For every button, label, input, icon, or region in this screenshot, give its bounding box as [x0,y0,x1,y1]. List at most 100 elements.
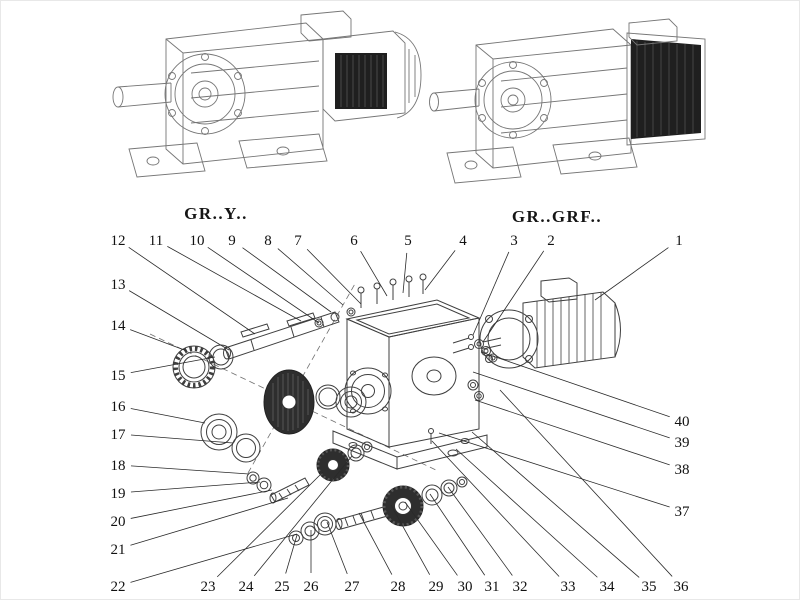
leader-line-9 [242,247,332,313]
callout-number-34: 34 [600,579,616,595]
intermediate-gear [316,448,350,482]
shaft-key-1 [240,323,270,338]
callout-number-15: 15 [111,368,126,384]
callout-number-18: 18 [111,458,126,474]
leader-line-24 [253,455,353,577]
callout-number-33: 33 [561,579,576,595]
leader-line-37 [438,432,670,508]
callout-number-39: 39 [675,435,690,451]
leader-line-40 [480,351,670,418]
eye-bolt [314,318,324,328]
leader-line-29 [390,504,431,575]
leader-line-33 [431,440,560,577]
leader-line-17 [130,434,234,444]
leader-line-15 [130,356,216,374]
gear-housing [332,299,488,470]
callout-number-5: 5 [404,233,412,249]
callout-number-25: 25 [275,579,290,595]
assembled-view-gr-grf [429,18,706,184]
leader-line-30 [404,501,458,576]
label-gr-grf: GR..GRF.. [512,207,602,226]
leader-line-11 [167,245,302,322]
leader-line-5 [402,252,408,294]
callout-number-37: 37 [675,504,691,520]
leader-line-27 [326,521,348,575]
leader-line-25 [285,534,298,574]
pinion-shaft [269,477,310,504]
leader-line-34 [455,448,598,578]
leader-line-18 [130,465,250,475]
leader-line-2 [482,250,545,343]
callout-number-14: 14 [111,318,127,334]
callout-number-20: 20 [111,514,126,530]
callout-number-9: 9 [228,233,236,249]
callout-number-16: 16 [111,399,127,415]
callout-number-24: 24 [239,579,255,595]
leader-line-38 [474,399,670,466]
leader-line-20 [130,489,273,519]
leader-line-16 [130,408,206,424]
leader-line-3 [472,251,510,336]
callout-number-29: 29 [429,579,444,595]
leader-line-14 [130,329,188,352]
callout-number-6: 6 [350,233,358,249]
callout-number-19: 19 [111,486,126,502]
callout-number-3: 3 [510,233,518,249]
fan-cover-dark [626,32,706,146]
callout-number-21: 21 [111,542,126,558]
leader-line-19 [130,481,261,493]
leader-line-28 [358,512,393,575]
leader-line-13 [128,290,230,351]
input-shaft [223,311,340,360]
leader-line-21 [130,497,289,546]
callout-number-23: 23 [201,579,216,595]
leader-line-1 [594,247,669,301]
shaft-key-2 [286,312,316,327]
callout-number-17: 17 [111,427,127,443]
leader-line-12 [128,247,256,335]
breather-plug [346,307,356,317]
callout-number-2: 2 [547,233,555,249]
leader-line-8 [277,248,344,306]
leader-line-39 [472,371,670,439]
rings-right-of-gear [347,441,373,462]
callout-number-8: 8 [264,233,272,249]
leader-line-7 [306,248,362,305]
leader-line-31 [429,493,486,576]
callout-number-4: 4 [459,233,467,249]
leader-line-23 [216,471,324,578]
leader-line-10 [207,246,320,324]
callout-number-32: 32 [513,579,528,595]
callout-number-36: 36 [674,579,690,595]
callout-number-30: 30 [458,579,473,595]
callout-number-35: 35 [642,579,657,595]
callout-number-12: 12 [111,233,126,249]
terminal-box [540,277,578,303]
leader-line-35 [471,431,640,578]
callout-number-40: 40 [675,414,690,430]
callout-number-31: 31 [485,579,500,595]
motor-stator-dark [335,53,387,109]
callout-number-22: 22 [111,579,126,595]
motor [479,277,621,369]
cover-bolts [346,273,427,317]
output-shaft-assembly [288,476,468,546]
callout-number-13: 13 [111,277,126,293]
callout-number-10: 10 [190,233,205,249]
callout-number-28: 28 [391,579,406,595]
leader-line-32 [447,486,513,576]
motor-studs [452,334,498,401]
leader-line-4 [424,250,456,291]
leader-line-36 [499,389,673,577]
callout-number-11: 11 [149,233,163,249]
exploded-view [149,273,621,546]
callout-number-26: 26 [304,579,320,595]
leader-line-6 [360,250,388,297]
callout-number-27: 27 [345,579,361,595]
callout-number-7: 7 [294,233,302,249]
bearing-16 [200,413,238,451]
label-gr-y: GR..Y.. [184,204,248,223]
